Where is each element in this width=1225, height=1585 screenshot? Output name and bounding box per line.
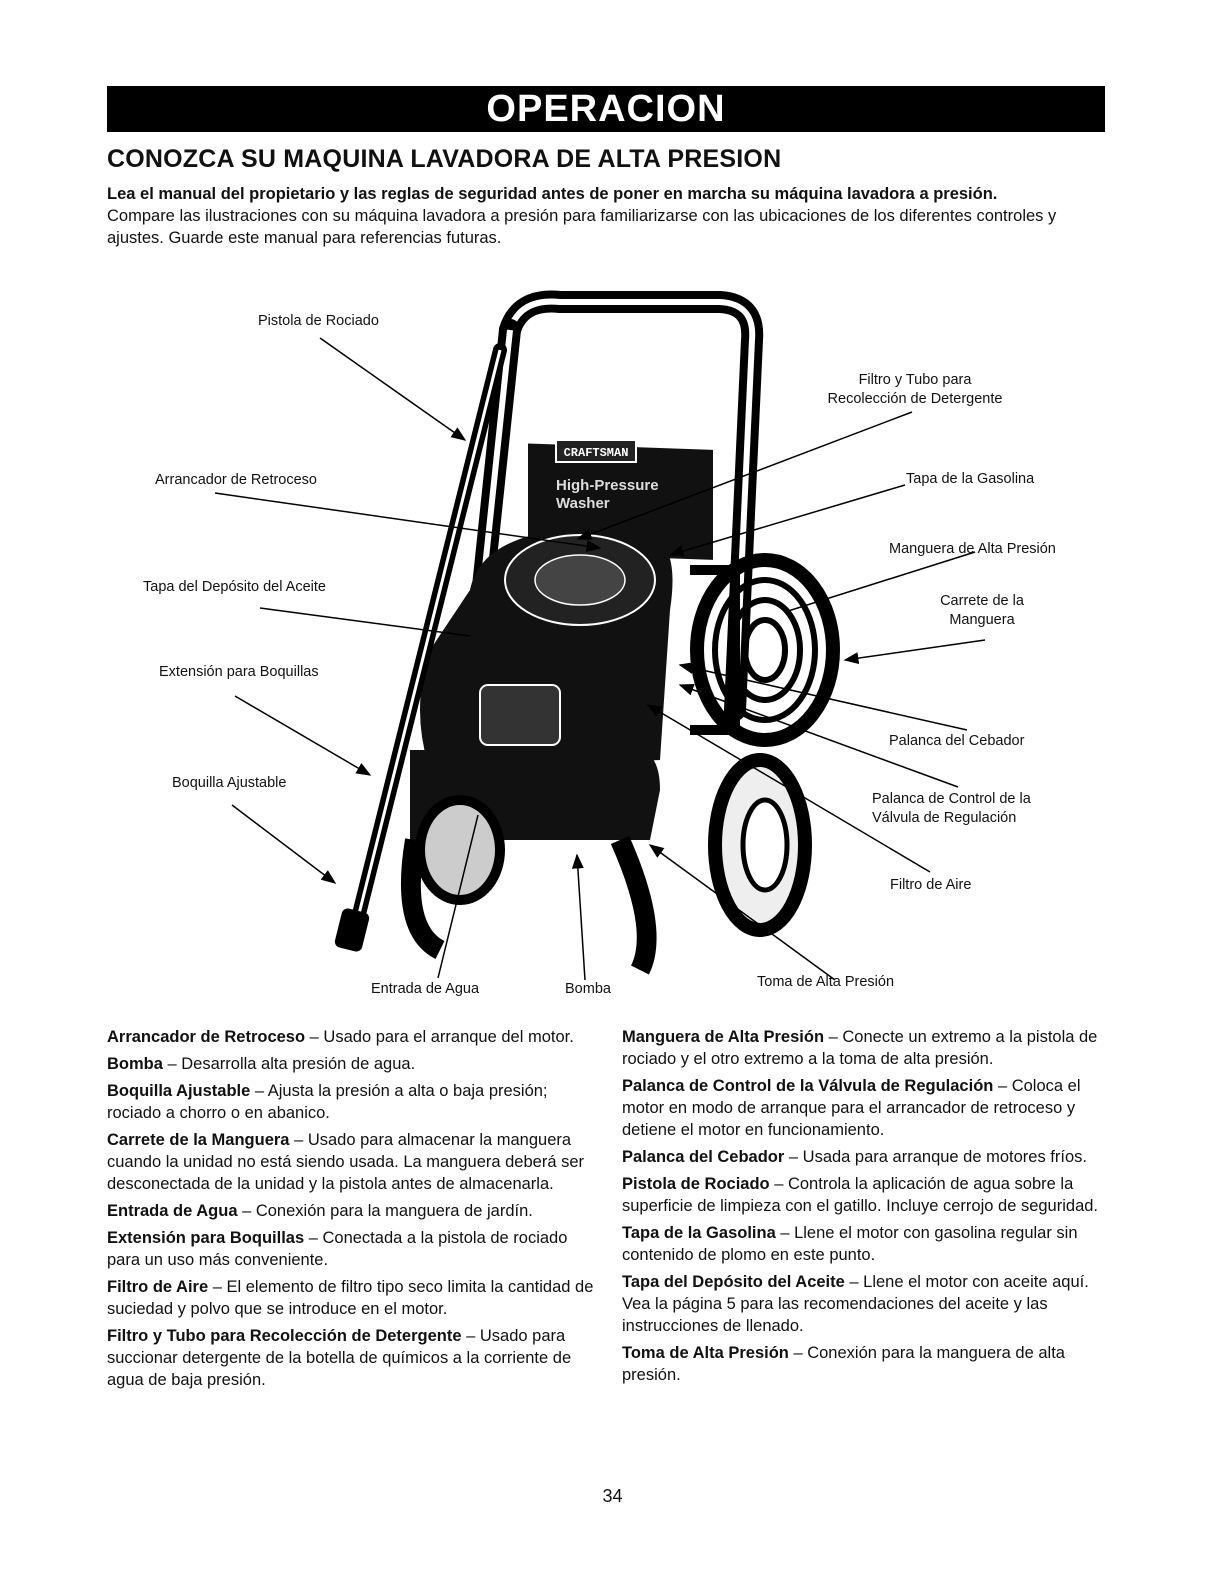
- callout-filtro-tubo: Filtro y Tubo para Recolección de Deterg…: [817, 371, 1013, 409]
- definition-entry: Entrada de Agua – Conexión para la mangu…: [107, 1200, 597, 1222]
- callout-tapa-gasolina: Tapa de la Gasolina: [906, 471, 1035, 487]
- definition-term: Toma de Alta Presión: [622, 1344, 789, 1362]
- definition-entry: Arrancador de Retroceso – Usado para el …: [107, 1026, 597, 1048]
- intro-paragraph: Lea el manual del propietario y las regl…: [107, 183, 1107, 249]
- intro-lead: Lea el manual del propietario y las regl…: [107, 185, 998, 203]
- callout-filtro-tubo-line1: Filtro y Tubo para: [858, 372, 972, 388]
- callout-tapa-aceite: Tapa del Depósito del Aceite: [143, 579, 326, 595]
- callout-manguera: Manguera de Alta Presión: [889, 541, 1056, 557]
- callout-cebador: Palanca del Cebador: [889, 733, 1025, 749]
- definition-entry: Pistola de Rociado – Controla la aplicac…: [622, 1173, 1112, 1217]
- definition-term: Manguera de Alta Presión: [622, 1028, 825, 1046]
- definition-entry: Bomba – Desarrolla alta presión de agua.: [107, 1053, 597, 1075]
- definition-entry: Filtro y Tubo para Recolección de Deterg…: [107, 1325, 597, 1391]
- pressure-washer-illustration: CRAFTSMAN High-Pressure Washer: [214, 290, 986, 981]
- callout-filtro-aire: Filtro de Aire: [890, 877, 972, 893]
- callout-entrada: Entrada de Agua: [371, 981, 480, 997]
- definition-entry: Manguera de Alta Presión – Conecte un ex…: [622, 1026, 1112, 1070]
- definition-term: Bomba: [107, 1055, 163, 1073]
- callout-arrancador: Arrancador de Retroceso: [155, 472, 317, 488]
- definition-term: Palanca del Cebador: [622, 1148, 785, 1166]
- brand-label: CRAFTSMAN: [564, 446, 629, 460]
- definition-text: – Usado para el arranque del motor.: [305, 1028, 574, 1046]
- pressure-washer-figure: CRAFTSMAN High-Pressure Washer: [0, 290, 1225, 1010]
- definition-text: – Coloca el motor en modo de arranque pa…: [622, 1077, 1081, 1139]
- definition-text: – Conectada a la pistola de rociado para…: [107, 1229, 568, 1269]
- definition-term: Boquilla Ajustable: [107, 1082, 251, 1100]
- definition-entry: Palanca de Control de la Válvula de Regu…: [622, 1075, 1112, 1141]
- product-line-1: High-Pressure: [556, 477, 659, 494]
- page-number: 34: [602, 1486, 623, 1506]
- definition-text: – Conexión para la manguera de jardín.: [237, 1202, 533, 1220]
- definition-text: – Conexión para la manguera de alta pres…: [622, 1344, 1065, 1384]
- section-banner: OPERACION: [107, 86, 1105, 132]
- definition-term: Entrada de Agua: [107, 1202, 238, 1220]
- intro-body: Compare las ilustraciones con su máquina…: [107, 207, 1057, 247]
- callout-extension: Extensión para Boquillas: [159, 664, 319, 680]
- definition-term: Extensión para Boquillas: [107, 1229, 305, 1247]
- definition-term: Arrancador de Retroceso: [107, 1028, 306, 1046]
- callout-boquilla: Boquilla Ajustable: [172, 775, 287, 791]
- definition-entry: Tapa del Depósito del Aceite – Llene el …: [622, 1271, 1112, 1337]
- definition-text: – Llene el motor con gasolina regular si…: [622, 1224, 1078, 1264]
- definition-entry: Extensión para Boquillas – Conectada a l…: [107, 1227, 597, 1271]
- callout-palanca-control: Palanca de Control de la Válvula de Regu…: [872, 790, 1031, 828]
- definition-text: – Desarrolla alta presión de agua.: [162, 1055, 416, 1073]
- definition-text: – Controla la aplicación de agua sobre l…: [622, 1175, 1099, 1215]
- definition-entry: Carrete de la Manguera – Usado para alma…: [107, 1129, 597, 1195]
- callout-carrete: Carrete de la Manguera: [935, 592, 1029, 630]
- definition-text: – Conecte un extremo a la pistola de roc…: [622, 1028, 1098, 1068]
- callout-pistola: Pistola de Rociado: [258, 313, 379, 329]
- callout-carrete-line1: Carrete de la: [940, 593, 1024, 609]
- definition-term: Filtro y Tubo para Recolección de Deterg…: [107, 1327, 462, 1345]
- definition-entry: Boquilla Ajustable – Ajusta la presión a…: [107, 1080, 597, 1124]
- definition-text: – Llene el motor con aceite aquí. Vea la…: [622, 1273, 1089, 1335]
- definition-term: Tapa de la Gasolina: [622, 1224, 776, 1242]
- definition-term: Carrete de la Manguera: [107, 1131, 290, 1149]
- definition-entry: Palanca del Cebador – Usada para arranqu…: [622, 1146, 1112, 1168]
- definition-text: – Usado para succionar detergente de la …: [107, 1327, 572, 1389]
- definition-entry: Toma de Alta Presión – Conexión para la …: [622, 1342, 1112, 1386]
- callout-toma: Toma de Alta Presión: [757, 974, 895, 990]
- callout-bomba: Bomba: [565, 981, 611, 997]
- definition-text: – Usado para almacenar la manguera cuand…: [107, 1131, 585, 1193]
- product-line-2: Washer: [556, 495, 610, 512]
- definition-entry: Tapa de la Gasolina – Llene el motor con…: [622, 1222, 1112, 1266]
- definition-term: Tapa del Depósito del Aceite: [622, 1273, 845, 1291]
- definition-term: Filtro de Aire: [107, 1278, 209, 1296]
- callout-palanca-control-line1: Palanca de Control de la: [872, 791, 1031, 807]
- definition-text: – El elemento de filtro tipo seco limita…: [107, 1278, 594, 1318]
- callout-palanca-control-line2: Válvula de Regulación: [872, 810, 1017, 826]
- definition-term: Pistola de Rociado: [622, 1175, 770, 1193]
- definitions-right-column: Manguera de Alta Presión – Conecte un ex…: [622, 1026, 1112, 1391]
- page-title: CONOZCA SU MAQUINA LAVADORA DE ALTA PRES…: [107, 145, 782, 173]
- definitions-left-column: Arrancador de Retroceso – Usado para el …: [107, 1026, 597, 1396]
- callout-filtro-tubo-line2: Recolección de Detergente: [827, 391, 1003, 407]
- definition-term: Palanca de Control de la Válvula de Regu…: [622, 1077, 994, 1095]
- callout-carrete-line2: Manguera: [949, 612, 1015, 628]
- definition-text: – Ajusta la presión a alta o baja presió…: [107, 1082, 548, 1122]
- definition-entry: Filtro de Aire – El elemento de filtro t…: [107, 1276, 597, 1320]
- definition-text: – Usada para arranque de motores fríos.: [784, 1148, 1087, 1166]
